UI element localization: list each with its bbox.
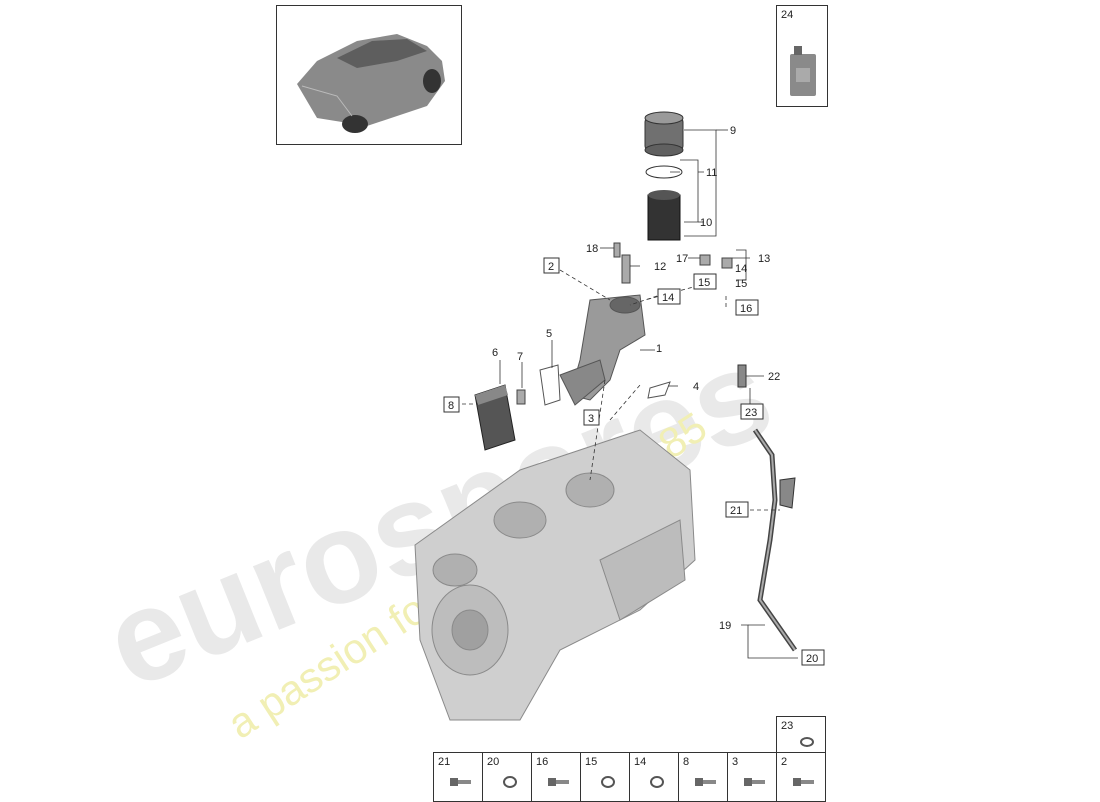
hardware-number: 15	[585, 756, 598, 768]
callout-11: 11	[706, 167, 717, 179]
hardware-number: 23	[781, 720, 794, 732]
callout-2: 2	[548, 261, 554, 273]
hardware-number: 21	[438, 756, 451, 768]
washer-icon	[800, 737, 814, 747]
engine-block	[414, 429, 696, 721]
hardware-cell: 15	[580, 752, 630, 802]
washer-icon	[601, 776, 615, 788]
filter-element	[647, 190, 681, 241]
oil-cooler	[474, 384, 516, 451]
callout-5: 5	[546, 328, 552, 340]
callout-9: 9	[730, 125, 736, 137]
hardware-cell: 14	[629, 752, 679, 802]
callout-3: 3	[588, 413, 594, 425]
bolt-icon	[695, 778, 716, 786]
hardware-cell-23: 23	[776, 716, 826, 754]
callout-15: 15	[735, 278, 747, 290]
bolt-icon	[450, 778, 471, 786]
callout-13: 13	[758, 253, 770, 265]
callout-22: 22	[768, 371, 780, 383]
hardware-number: 8	[683, 756, 690, 768]
washer-icon	[650, 776, 664, 788]
valve	[621, 254, 631, 284]
oil-bottle-icon	[790, 46, 816, 96]
oil-panel: 24	[776, 5, 828, 107]
car-icon	[297, 34, 445, 133]
dashed-leaders	[462, 269, 780, 511]
callout-18: 18	[586, 243, 598, 255]
callout-17: 17	[676, 253, 688, 265]
bolt-18	[613, 242, 621, 258]
callout-16: 16	[740, 303, 752, 315]
hardware-number: 16	[536, 756, 549, 768]
hardware-number: 2	[781, 756, 788, 768]
callout-12: 12	[654, 261, 666, 273]
washer-icon	[503, 776, 517, 788]
pin	[516, 389, 526, 405]
hardware-number: 3	[732, 756, 739, 768]
callout-4: 4	[693, 381, 699, 393]
hardware-number: 20	[487, 756, 500, 768]
callout-20: 20	[806, 653, 818, 665]
hardware-cell: 16	[531, 752, 581, 802]
gasket-4	[647, 381, 671, 399]
hardware-cell: 3	[727, 752, 777, 802]
vehicle-thumbnail-panel	[276, 5, 462, 145]
callout-15-boxed: 15	[698, 277, 710, 289]
callout-6: 6	[492, 347, 498, 359]
callout-14: 14	[735, 263, 747, 275]
leader-lines	[499, 129, 798, 659]
callout-21: 21	[730, 505, 742, 517]
hardware-cell: 20	[482, 752, 532, 802]
hardware-cell: 8	[678, 752, 728, 802]
filter-cap	[644, 111, 684, 157]
o-ring	[645, 165, 683, 179]
callout-19: 19	[719, 620, 731, 632]
callout-10: 10	[700, 217, 712, 229]
oil-panel-number: 24	[781, 9, 794, 21]
callout-7: 7	[517, 351, 523, 363]
bolt-icon	[548, 778, 569, 786]
callout-1: 1	[656, 343, 662, 355]
callout-23: 23	[745, 407, 757, 419]
hardware-number: 14	[634, 756, 647, 768]
filter-housing	[559, 294, 646, 406]
sensor	[737, 364, 747, 388]
hardware-cell: 21	[433, 752, 483, 802]
bolt-icon	[744, 778, 765, 786]
seal-14	[721, 257, 733, 269]
bolt-icon	[793, 778, 814, 786]
plug-17	[699, 254, 711, 266]
callout-14-boxed: 14	[662, 292, 674, 304]
callout-8: 8	[448, 400, 454, 412]
hardware-cell: 2	[776, 752, 826, 802]
